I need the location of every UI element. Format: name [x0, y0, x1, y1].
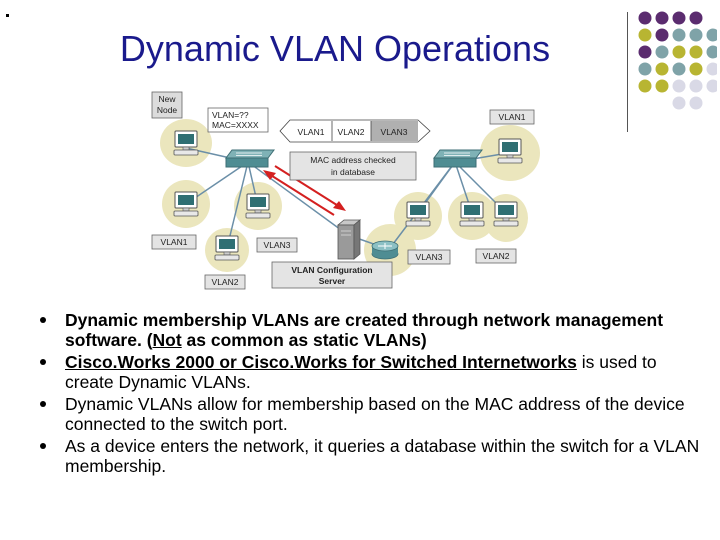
vlan-query-box: [207, 107, 269, 133]
vlan-query-line-1: VLAN=??: [212, 110, 249, 120]
vlan3-highlight: [371, 121, 418, 141]
bullet-dot-icon: [40, 401, 46, 407]
mac-check-line-2: in database: [331, 167, 375, 177]
bullet-1-text: Dynamic membership VLANs are created thr…: [65, 310, 664, 350]
pc-bottom-icon: [214, 235, 240, 261]
new-node-label-1: New: [158, 94, 176, 104]
pc-right-2-icon: [459, 201, 485, 227]
pc-right-1-icon: [405, 201, 431, 227]
label-vlan3-right: VLAN3: [416, 252, 443, 262]
bullet-dot-icon: [40, 359, 46, 365]
mac-check-line-1: MAC address checked: [310, 155, 396, 165]
bullet-item-4: As a device enters the network, it queri…: [40, 436, 700, 476]
page-title: Dynamic VLAN Operations: [119, 28, 551, 69]
router-icon: [371, 240, 399, 260]
bullet-1-not: Not: [152, 330, 182, 350]
network-diagram: New Node VLAN=?? MAC=XXXX VLAN1 VLAN2 VL…: [151, 91, 540, 290]
label-vlan1-left: VLAN1: [161, 237, 188, 247]
vlan-list-item-3: VLAN3: [381, 127, 408, 137]
label-vlan1-right: VLAN1: [499, 112, 526, 122]
vlan-list-item-2: VLAN2: [338, 127, 365, 137]
corner-dot: [6, 14, 9, 17]
pc-right-3-icon: [493, 201, 519, 227]
pc-new-node-icon: [173, 130, 199, 156]
label-vlan3-mid: VLAN3: [264, 240, 291, 250]
bullet-item-1: Dynamic membership VLANs are created thr…: [40, 310, 700, 350]
bullet-4-text: As a device enters the network, it queri…: [65, 436, 700, 476]
divider-line: [627, 12, 628, 132]
server-label-line-1: VLAN Configuration: [291, 265, 372, 275]
bullet-3-text: Dynamic VLANs allow for membership based…: [65, 394, 685, 434]
new-node-box: [151, 91, 183, 119]
new-node-label-2: Node: [157, 105, 178, 115]
bullet-list: Dynamic membership VLANs are created thr…: [40, 310, 700, 478]
bullet-2-end: is used to create Dynamic VLANs.: [65, 352, 657, 392]
bullet-item-2: Cisco.Works 2000 or Cisco.Works for Swit…: [40, 352, 700, 392]
server-label-box: [271, 261, 393, 289]
vlan-list-item-1: VLAN1: [298, 127, 325, 137]
label-vlan2-bottom: VLAN2: [212, 277, 239, 287]
mac-check-box: [289, 151, 417, 181]
bullet-2-link[interactable]: Cisco.Works 2000 or Cisco.Works for Swit…: [65, 352, 577, 372]
server-label-line-2: Server: [319, 276, 346, 286]
query-arrow: [263, 165, 346, 216]
bullet-dot-icon: [40, 443, 46, 449]
pc-right-top-icon: [497, 138, 523, 164]
bullet-dot-icon: [40, 317, 46, 323]
pc-mid-icon: [245, 193, 271, 219]
switch-left-icon: [225, 149, 275, 168]
switch-right-icon: [433, 149, 483, 168]
bullet-1-end: as common as static VLANs): [181, 330, 427, 350]
pc-left-icon: [173, 191, 199, 217]
bullet-item-3: Dynamic VLANs allow for membership based…: [40, 394, 700, 434]
server-icon: [336, 219, 362, 260]
label-vlan2-right: VLAN2: [483, 251, 510, 261]
decorative-dot-grid: [638, 11, 717, 110]
vlan-query-line-2: MAC=XXXX: [212, 120, 259, 130]
